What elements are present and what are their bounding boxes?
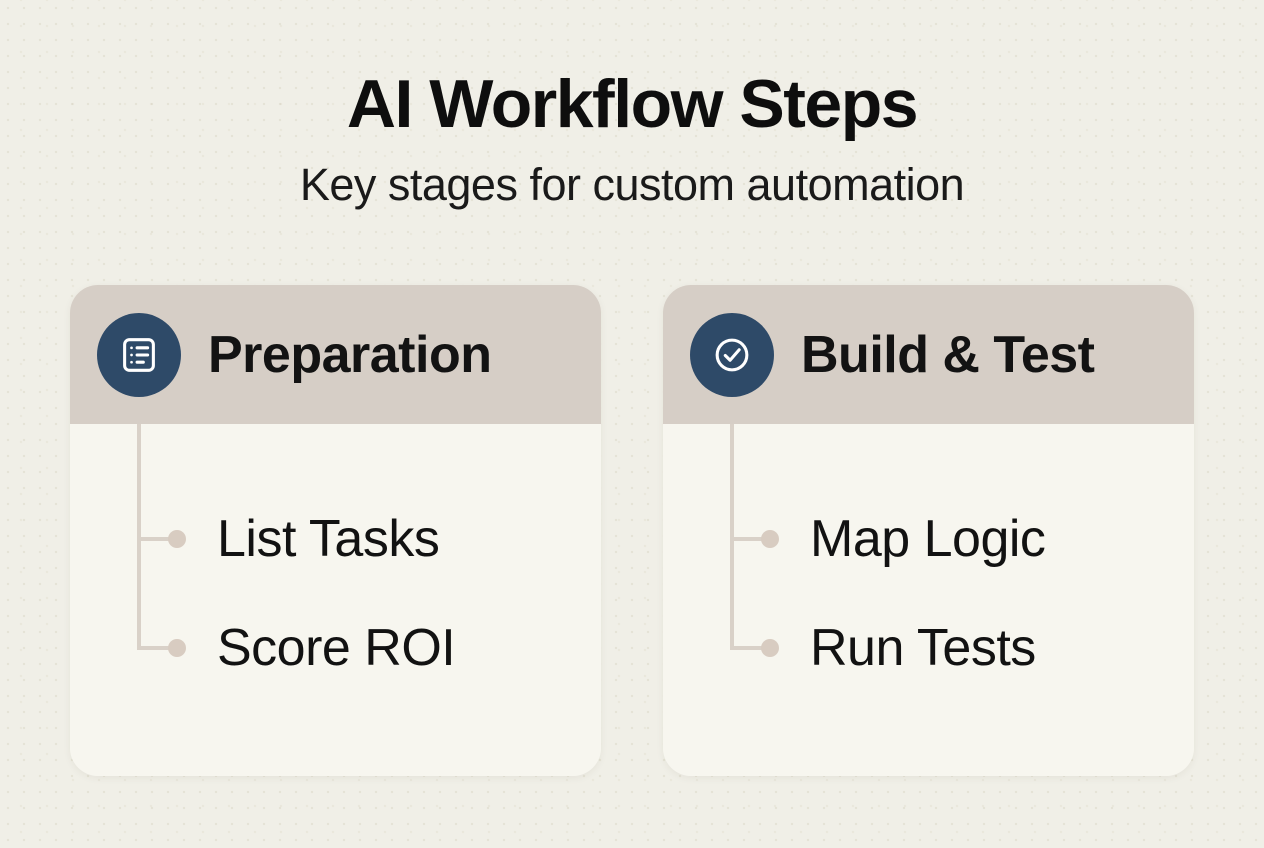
cards-row: Preparation List Tasks Score ROI	[70, 285, 1194, 776]
list-item: Score ROI	[70, 616, 601, 680]
tree-branch-dot	[168, 530, 186, 548]
list-icon	[97, 312, 181, 397]
card-build-test-header: Build & Test	[663, 285, 1194, 424]
card-title: Build & Test	[801, 325, 1095, 384]
card-build-test-body: Map Logic Run Tests	[663, 424, 1194, 776]
item-label: Map Logic	[810, 510, 1046, 568]
tree-branch-line	[137, 537, 173, 541]
page-header: AI Workflow Steps Key stages for custom …	[0, 70, 1264, 207]
list-item: List Tasks	[70, 507, 601, 571]
card-preparation: Preparation List Tasks Score ROI	[70, 285, 601, 776]
tree-branch-line	[730, 537, 766, 541]
tree-branch-line	[730, 646, 766, 650]
card-title: Preparation	[208, 325, 492, 384]
card-build-test: Build & Test Map Logic Run Tests	[663, 285, 1194, 776]
item-label: Run Tests	[810, 619, 1036, 677]
item-label: List Tasks	[217, 510, 440, 568]
item-label: Score ROI	[217, 619, 456, 677]
card-preparation-body: List Tasks Score ROI	[70, 424, 601, 776]
page-subtitle: Key stages for custom automation	[299, 159, 965, 210]
tree-branch-dot	[761, 639, 779, 657]
list-item: Map Logic	[663, 507, 1194, 571]
tree-branch-dot	[761, 530, 779, 548]
tree-branch-dot	[168, 639, 186, 657]
page-title: AI Workflow Steps	[346, 66, 919, 142]
tree-branch-line	[137, 646, 173, 650]
list-item: Run Tests	[663, 616, 1194, 680]
card-preparation-header: Preparation	[70, 285, 601, 424]
check-circle-icon	[690, 312, 774, 397]
